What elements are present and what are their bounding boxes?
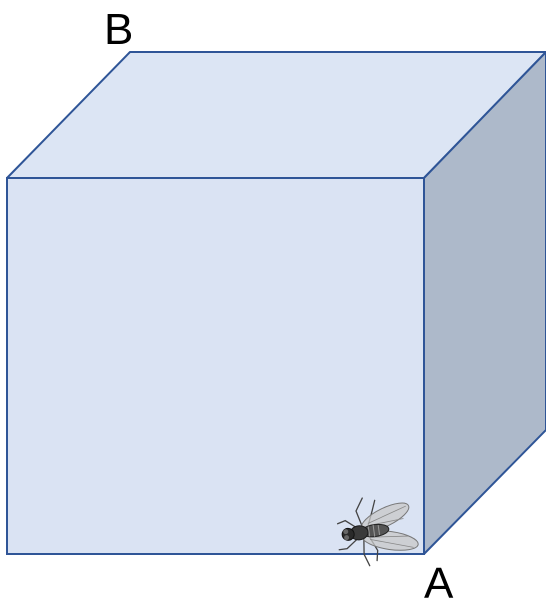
vertex-label-b: B — [104, 5, 133, 54]
vertex-label-a: A — [424, 559, 454, 606]
fly-icon — [336, 497, 419, 567]
cube-front-face — [6, 177, 425, 555]
